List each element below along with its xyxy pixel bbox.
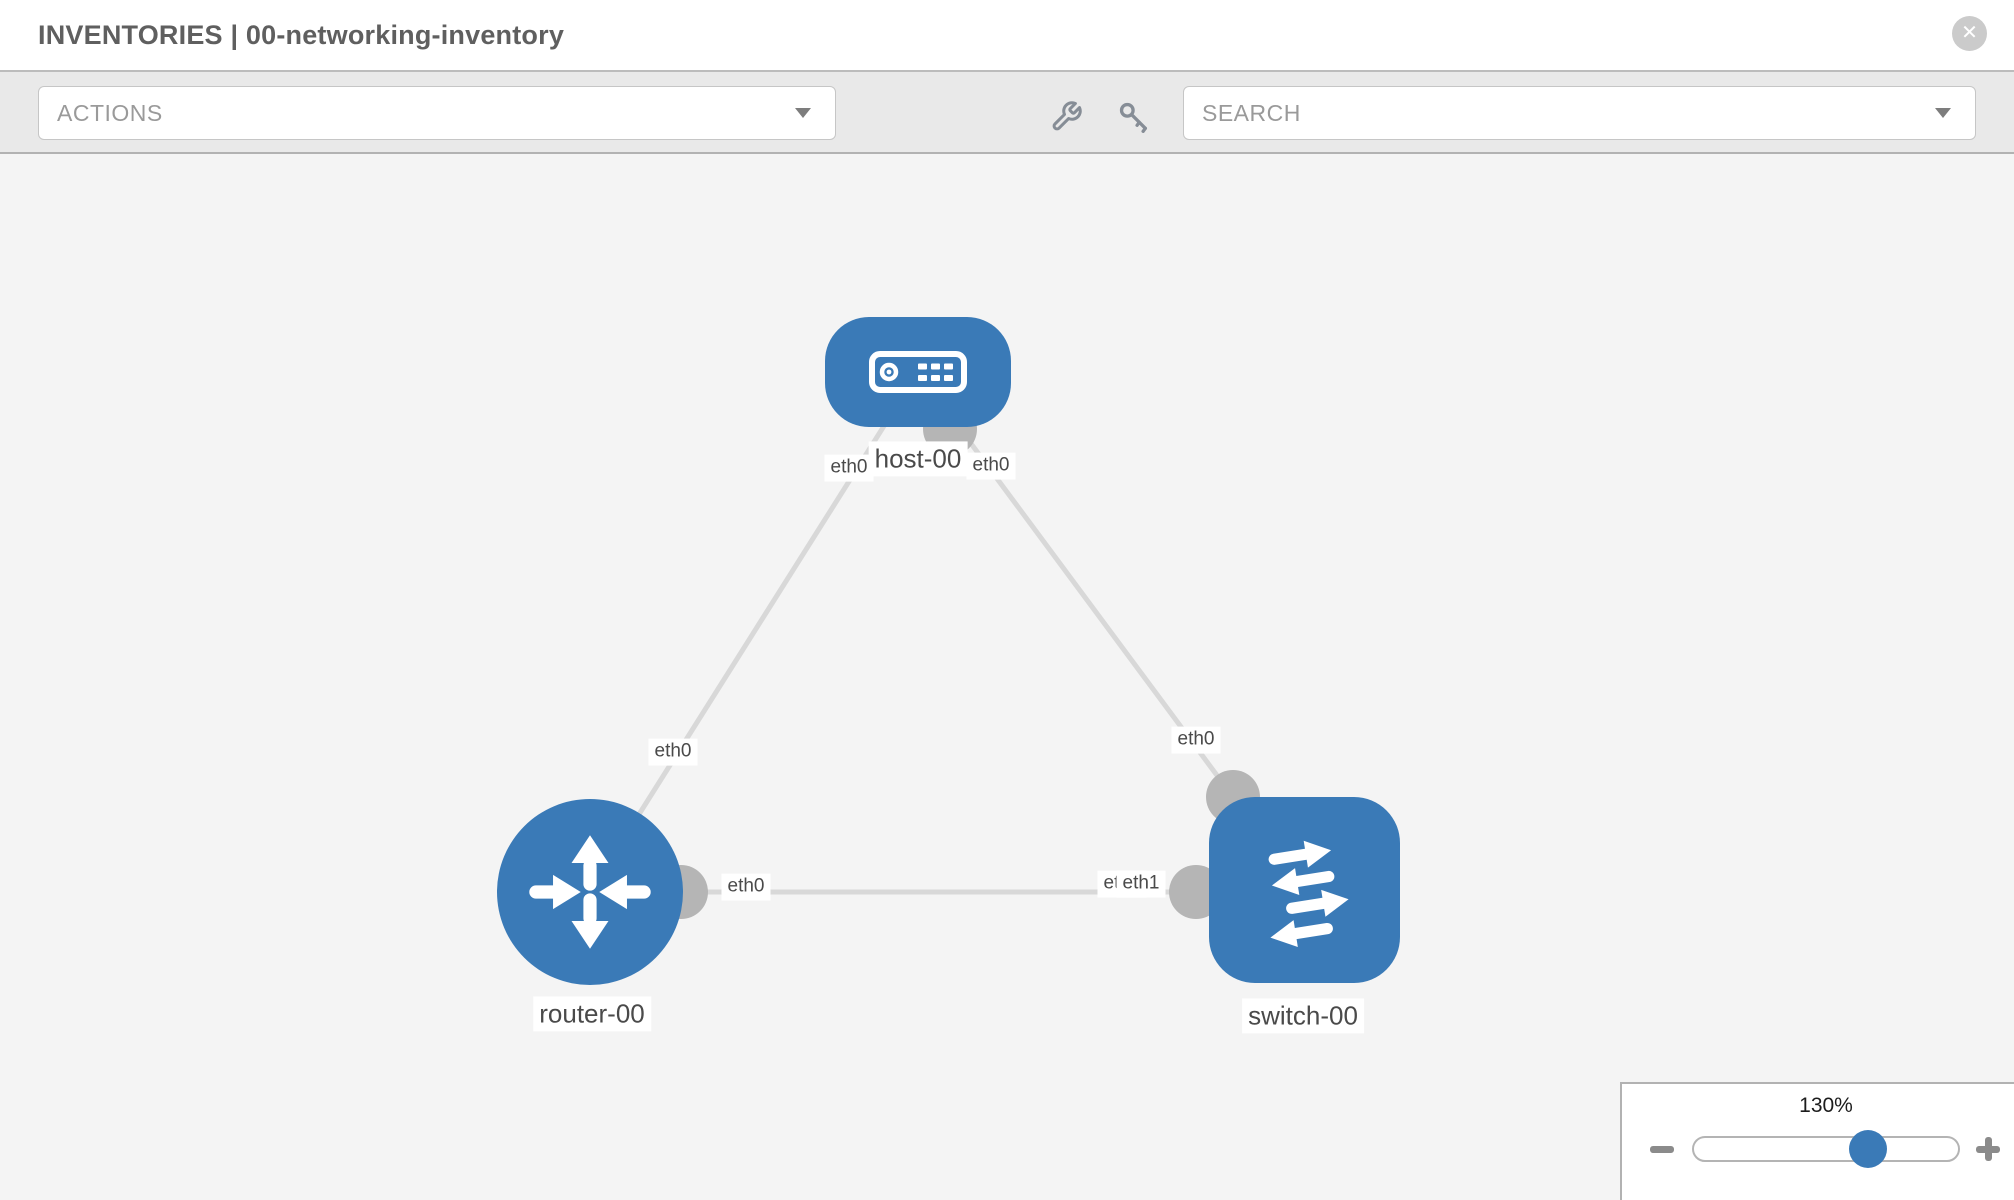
zoom-slider-thumb[interactable] xyxy=(1849,1130,1887,1168)
minus-icon xyxy=(1650,1145,1674,1153)
actions-dropdown-label: ACTIONS xyxy=(57,99,163,126)
key-icon xyxy=(1119,102,1147,133)
node-router-00[interactable] xyxy=(497,799,683,985)
search-dropdown[interactable]: SEARCH xyxy=(1183,86,1976,140)
plus-icon xyxy=(1976,1137,2000,1161)
key-button[interactable] xyxy=(1111,94,1155,138)
host-icon xyxy=(869,351,967,393)
chevron-down-icon xyxy=(795,108,811,118)
zoom-percent: 130% xyxy=(1799,1094,1853,1117)
zoom-panel: 130% xyxy=(1620,1082,2014,1200)
search-placeholder: SEARCH xyxy=(1202,99,1301,126)
wrench-icon xyxy=(1052,100,1082,130)
switch-icon xyxy=(1268,840,1349,948)
node-switch-00[interactable] xyxy=(1209,797,1400,983)
close-icon: ✕ xyxy=(1961,22,1978,44)
chevron-down-icon xyxy=(1935,108,1951,118)
zoom-slider-track[interactable] xyxy=(1692,1130,1960,1168)
zoom-out-button[interactable] xyxy=(1646,1136,1678,1162)
close-button[interactable]: ✕ xyxy=(1952,16,1987,51)
page-title: INVENTORIES | 00-networking-inventory xyxy=(38,20,565,50)
page-header: INVENTORIES | 00-networking-inventory ✕ xyxy=(0,0,2014,72)
actions-dropdown[interactable]: ACTIONS xyxy=(38,86,836,140)
router-icon xyxy=(529,835,651,949)
wrench-button[interactable] xyxy=(1044,94,1088,138)
toolbar: ACTIONS SEARCH xyxy=(0,72,2014,154)
zoom-in-button[interactable] xyxy=(1972,1136,2004,1162)
node-host-00[interactable] xyxy=(825,317,1011,427)
